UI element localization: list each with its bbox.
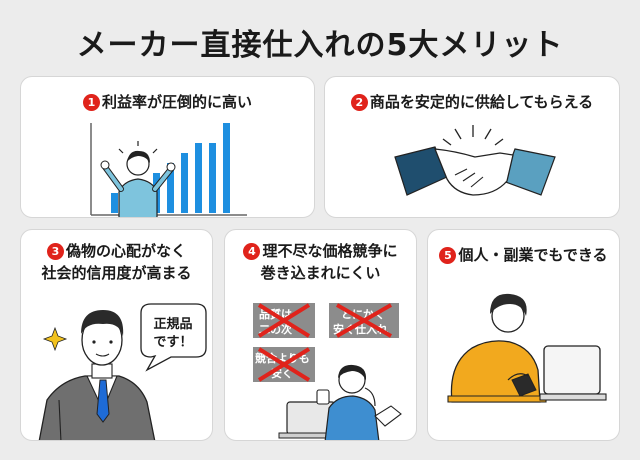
man-with-phone-icon — [447, 293, 547, 403]
card-title-text: 利益率が圧倒的に高い — [101, 93, 252, 111]
card-title-line1: 理不尽な価格競争に — [262, 242, 398, 260]
chart-bar — [167, 163, 174, 213]
bubble-line2: です！ — [153, 335, 192, 350]
relaxed-man-with-laptop-icon — [278, 364, 402, 440]
cheering-woman-icon — [100, 141, 176, 217]
page-title: メーカー直接仕入れの5大メリット — [76, 28, 564, 63]
tag-cheaper-than-rivals: 競合よりも 安く — [253, 347, 315, 382]
bubble-line1: 正規品 — [153, 317, 192, 332]
card-number-badge: 3 — [46, 243, 64, 260]
card-title-line1: 偽物の心配がなく — [65, 242, 186, 260]
sparkle-icon — [42, 326, 68, 352]
cross-mark-icon — [257, 347, 311, 382]
tag-line1: とにかく — [341, 308, 385, 321]
chart-bar — [223, 123, 230, 213]
businessman-illustration: 正規品 です！ — [38, 303, 207, 440]
cross-mark-icon — [257, 303, 311, 338]
chart-bar — [195, 143, 202, 213]
card-number-badge: 2 — [350, 94, 368, 111]
businessman-icon — [38, 310, 156, 440]
card-title-text: 個人・副業でもできる — [458, 246, 608, 264]
side-business-illustration — [447, 293, 607, 403]
card-title-line2: 巻き込まれにくい — [260, 264, 381, 282]
speech-bubble: 正規品 です！ — [140, 303, 207, 372]
handshake-icon — [394, 125, 556, 196]
card-title-text: 商品を安定的に供給してもらえる — [369, 93, 594, 111]
chart-bar — [209, 143, 216, 213]
card-number-badge: 1 — [82, 94, 100, 111]
cross-mark-icon — [336, 303, 392, 338]
laptop-icon — [539, 345, 607, 401]
price-war-illustration: 品質は 二の次 とにかく 安く仕入れ 競合よりも 安く — [253, 303, 402, 440]
card-number-badge: 5 — [439, 247, 457, 264]
chart-bar — [111, 193, 118, 213]
card-title-line2: 社会的信用度が高まる — [41, 264, 192, 282]
chart-bar — [181, 153, 188, 213]
profit-growth-illustration — [90, 123, 247, 217]
tag-buy-cheap: とにかく 安く仕入れ — [329, 303, 399, 338]
tag-quality-secondary: 品質は 二の次 — [253, 303, 315, 338]
card-number-badge: 4 — [243, 243, 261, 260]
